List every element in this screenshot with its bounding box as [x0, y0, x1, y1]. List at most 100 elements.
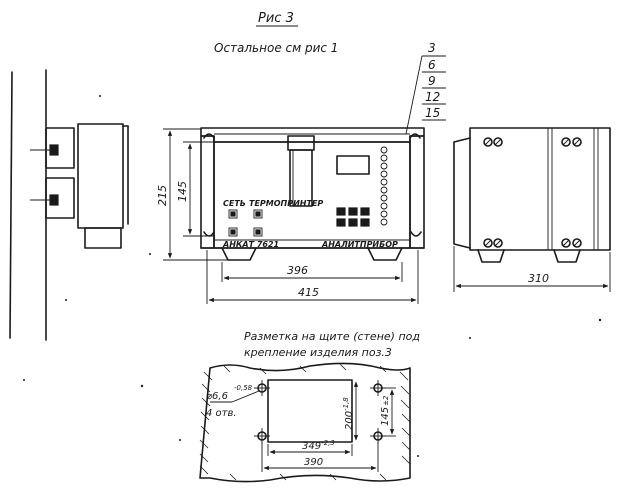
indicator-led	[380, 186, 388, 194]
panel-cutout	[267, 379, 353, 443]
figure-note: Остальное см рис 1	[214, 41, 338, 55]
box-side-body	[77, 123, 124, 229]
indicator-column	[380, 146, 388, 226]
button-outline	[253, 209, 263, 219]
screw-head	[483, 137, 493, 147]
screw-head	[493, 137, 503, 147]
dim-145-marking: 145±2	[380, 395, 391, 426]
screw-slot	[484, 138, 492, 146]
dim-310: 310	[528, 272, 549, 285]
side-foot-left	[477, 249, 505, 263]
key	[336, 218, 346, 227]
indicator-led	[380, 202, 388, 210]
wall-hatch	[199, 363, 411, 481]
screw-slot	[562, 138, 570, 146]
dim-390: 390	[304, 457, 323, 468]
hole-dia: ⌀6,6	[206, 391, 228, 402]
indicator-led	[380, 210, 388, 218]
dim-349: 349-2,3	[302, 439, 335, 452]
screw-head	[572, 238, 582, 248]
key	[348, 207, 358, 216]
callout-9: 9	[428, 74, 436, 88]
callout-3: 3	[428, 41, 436, 55]
label-printer: ТЕРМОПРИНТЕР	[249, 199, 323, 208]
key	[360, 218, 370, 227]
screw-head	[572, 137, 582, 147]
box-side-connector	[84, 227, 122, 249]
screw-slot	[494, 239, 502, 247]
screw-slot	[562, 239, 570, 247]
label-set: СЕТЬ	[223, 199, 246, 208]
marking-view: Разметка на щите (стене) под крепление и…	[199, 330, 420, 483]
button-outline	[253, 227, 263, 237]
front-view: СЕТЬ ТЕРМОПРИНТЕР АНКАТ 7621 АНАЛИТПРИБО…	[156, 41, 446, 304]
marking-caption-2: крепление изделия поз.3	[244, 346, 392, 359]
printer-window	[289, 149, 313, 207]
hole-tol: -0,58	[234, 384, 253, 392]
keypad	[336, 207, 370, 227]
mounting-holes	[254, 380, 386, 444]
figure-title: Рис 3	[258, 11, 294, 26]
hole-leader	[231, 390, 260, 403]
callout-leader	[405, 55, 423, 135]
indicator-led	[380, 194, 388, 202]
top-left-slot	[203, 133, 215, 139]
upper-bolt-head	[49, 144, 59, 156]
right-flange	[409, 135, 425, 249]
screw-head	[493, 238, 503, 248]
callout-6: 6	[428, 58, 436, 72]
button-core	[230, 211, 236, 217]
indicator-led	[380, 218, 388, 226]
bottom-right-slot	[410, 231, 422, 237]
marking-caption-1: Разметка на щите (стене) под	[244, 330, 420, 343]
button-outline	[228, 227, 238, 237]
indicator-led	[380, 178, 388, 186]
indicator-led	[380, 146, 388, 154]
screw-slot	[484, 239, 492, 247]
key	[348, 218, 358, 227]
label-maker: АНАЛИТПРИБОР	[321, 240, 398, 249]
screw-head	[483, 238, 493, 248]
side-screws	[483, 137, 582, 248]
key	[360, 207, 370, 216]
indicator-led	[380, 162, 388, 170]
dim-145: 145	[176, 181, 189, 202]
scan-specks	[23, 95, 602, 457]
left-flange	[200, 135, 215, 249]
button-core	[255, 211, 261, 217]
key	[336, 207, 346, 216]
hole-count: 4 отв.	[206, 408, 237, 419]
callout-12: 12	[425, 90, 440, 104]
button-core	[230, 229, 236, 235]
right-foot	[367, 247, 403, 261]
lower-clamp	[45, 177, 75, 219]
callout-15: 15	[425, 106, 440, 120]
display-window	[336, 155, 370, 175]
left-foot	[221, 247, 257, 261]
top-rail	[200, 127, 425, 143]
button-outline	[228, 209, 238, 219]
dim-215: 215	[156, 185, 169, 206]
bottom-left-slot	[203, 231, 215, 237]
indicator-led	[380, 170, 388, 178]
wall-edge-left	[9, 71, 13, 339]
side-rear-cap	[453, 137, 471, 249]
top-right-slot	[409, 133, 421, 139]
dim-396: 396	[287, 264, 308, 277]
screw-slot	[494, 138, 502, 146]
dim-200: 200-1,8	[342, 397, 355, 430]
side-body	[469, 127, 611, 251]
left-side-view	[9, 69, 129, 341]
indicator-led	[380, 154, 388, 162]
lower-bolt-head	[49, 194, 59, 206]
side-foot-right	[553, 249, 581, 263]
upper-clamp	[45, 127, 75, 169]
screw-slot	[573, 138, 581, 146]
button-core	[255, 229, 261, 235]
dim-415: 415	[298, 286, 319, 299]
screw-head	[561, 137, 571, 147]
screw-head	[561, 238, 571, 248]
printer-slot	[287, 135, 315, 151]
